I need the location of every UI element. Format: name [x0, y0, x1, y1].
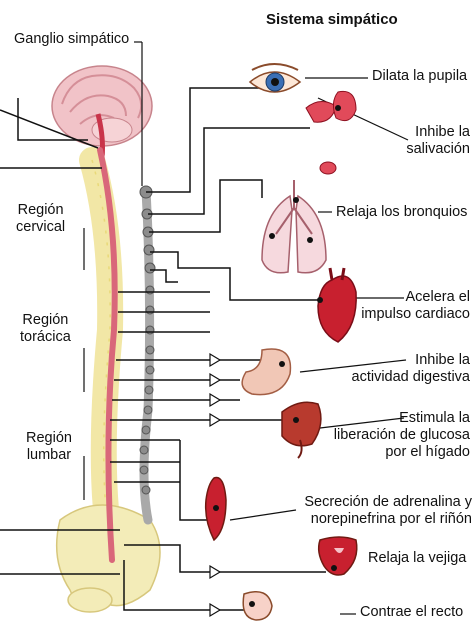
heart-organ	[317, 268, 356, 342]
liver-organ	[282, 402, 321, 458]
kidney-organ	[206, 477, 226, 540]
bladder-organ	[319, 537, 357, 575]
effect-label-rectum: Contrae el recto	[360, 604, 463, 621]
salivary-glands-organ	[306, 91, 356, 174]
eye-organ	[250, 64, 300, 92]
lungs-organ	[262, 180, 326, 273]
diagram-title: Sistema simpático	[266, 11, 398, 28]
effect-label-bladder: Relaja la vejiga	[368, 550, 466, 567]
effect-label-pupil: Dilata la pupila	[372, 68, 467, 85]
efferent-lines	[146, 88, 326, 610]
stomach-organ	[242, 349, 290, 395]
ganglion-label: Ganglio simpático	[14, 31, 129, 48]
brain	[52, 66, 152, 158]
rectum-organ	[243, 592, 272, 620]
effect-label-bronchi: Relaja los bronquios	[336, 204, 467, 221]
